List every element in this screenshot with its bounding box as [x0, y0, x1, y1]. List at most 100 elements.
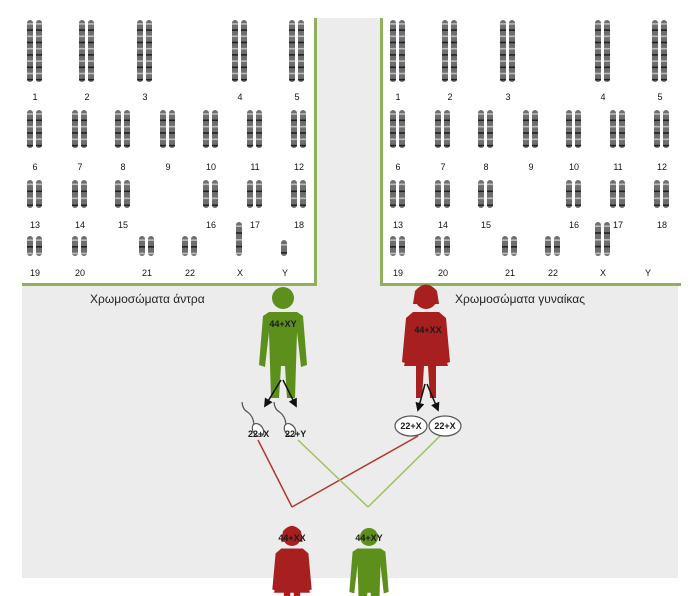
karyotype-number-male-12: 12 — [293, 162, 305, 172]
chromosome-male-Y — [281, 240, 287, 256]
karyotype-number-female-5: 5 — [657, 92, 663, 102]
chromosome-female-14 — [435, 180, 450, 208]
karyotype-number-male-11: 11 — [250, 162, 260, 172]
chromosome-male-7 — [72, 110, 87, 148]
chromosome-female-17 — [610, 180, 625, 208]
chromosome-female-11 — [610, 110, 625, 148]
chromosome-female-X — [595, 222, 610, 256]
karyotype-number-male-17: 17 — [249, 220, 261, 230]
karyotype-number-female-7: 7 — [440, 162, 446, 172]
karyotype-number-female-21: 21 — [504, 268, 516, 278]
chromosome-male-X — [236, 222, 242, 256]
chromosome-male-22 — [182, 236, 197, 256]
chromosome-male-8 — [115, 110, 130, 148]
karyotype-number-male-14: 14 — [74, 220, 86, 230]
karyotype-number-female-9: 9 — [528, 162, 534, 172]
karyotype-number-female-16: 16 — [568, 220, 580, 230]
chromosome-female-18 — [654, 180, 669, 208]
chromosome-female-12 — [654, 110, 669, 148]
female-chromosomes-caption: Χρωμοσώματα γυναίκας — [455, 292, 585, 306]
karyotype-number-male-3: 3 — [142, 92, 148, 102]
chromosome-female-1 — [390, 20, 405, 82]
chromosome-male-4 — [232, 20, 247, 82]
male-chromosomes-caption: Χρωμοσώματα άντρα — [90, 292, 205, 306]
chromosome-male-1 — [27, 20, 42, 82]
chromosome-female-3 — [500, 20, 515, 82]
karyotype-number-male-8: 8 — [120, 162, 126, 172]
karyotype-number-female-6: 6 — [395, 162, 401, 172]
male-x-to-daughter-line — [257, 439, 293, 508]
karyotype-number-female-3: 3 — [505, 92, 511, 102]
karyotype-number-female-19: 19 — [392, 268, 404, 278]
male-karyotype-panel — [22, 18, 317, 286]
karyotype-number-male-22: 22 — [184, 268, 196, 278]
chromosome-male-18 — [291, 180, 306, 208]
chromosome-female-15 — [478, 180, 493, 208]
karyotype-number-female-22: 22 — [547, 268, 559, 278]
chromosome-male-3 — [137, 20, 152, 82]
female-karyotype-label: 44+XX — [414, 325, 441, 335]
chromosome-male-16 — [203, 180, 218, 208]
chromosome-female-4 — [595, 20, 610, 82]
karyotype-number-female-1: 1 — [395, 92, 401, 102]
chromosome-male-20 — [72, 236, 87, 256]
karyotype-number-female-4: 4 — [600, 92, 606, 102]
chromosome-male-6 — [27, 110, 42, 148]
karyotype-number-male-2: 2 — [84, 92, 90, 102]
karyotype-number-male-20: 20 — [74, 268, 86, 278]
male-karyotype-label: 44+XY — [269, 319, 296, 329]
daughter-karyotype-label: 44+XX — [278, 533, 305, 543]
chromosome-male-11 — [247, 110, 262, 148]
chromosome-female-16 — [566, 180, 581, 208]
karyotype-number-male-5: 5 — [294, 92, 300, 102]
chromosome-female-21 — [502, 236, 517, 256]
male-y-to-son-line — [297, 439, 369, 508]
chromosome-male-14 — [72, 180, 87, 208]
chromosome-male-9 — [160, 110, 175, 148]
karyotype-number-female-10: 10 — [568, 162, 580, 172]
karyotype-number-male-9: 9 — [165, 162, 171, 172]
karyotype-number-female-Y: Y — [644, 268, 652, 278]
karyotype-number-male-7: 7 — [77, 162, 83, 172]
chromosome-female-8 — [478, 110, 493, 148]
chromosome-female-13 — [390, 180, 405, 208]
chromosome-male-5 — [289, 20, 304, 82]
female-x-to-son-line — [367, 435, 441, 508]
karyotype-number-male-19: 19 — [29, 268, 41, 278]
karyotype-number-female-20: 20 — [437, 268, 449, 278]
female-karyotype-panel — [380, 18, 681, 286]
karyotype-number-female-11: 11 — [613, 162, 623, 172]
chromosome-male-10 — [203, 110, 218, 148]
chromosome-female-5 — [652, 20, 667, 82]
egg-1-icon — [394, 415, 428, 437]
female-x-to-daughter-line — [291, 435, 419, 508]
chromosome-male-19 — [27, 236, 42, 256]
chromosome-female-20 — [435, 236, 450, 256]
chromosome-female-19 — [390, 236, 405, 256]
karyotype-number-male-15: 15 — [117, 220, 129, 230]
son-karyotype-label: 44+XY — [355, 533, 382, 543]
karyotype-number-female-17: 17 — [612, 220, 624, 230]
chromosome-female-2 — [442, 20, 457, 82]
chromosome-female-10 — [566, 110, 581, 148]
gamete-male-y-label: 22+Y — [285, 429, 306, 439]
egg-2-icon — [428, 415, 462, 437]
chromosome-female-6 — [390, 110, 405, 148]
karyotype-number-female-14: 14 — [437, 220, 449, 230]
chromosome-male-15 — [115, 180, 130, 208]
karyotype-number-male-Y: Y — [281, 268, 289, 278]
karyotype-number-male-10: 10 — [205, 162, 217, 172]
karyotype-number-female-12: 12 — [656, 162, 668, 172]
karyotype-number-female-13: 13 — [392, 220, 404, 230]
karyotype-number-female-8: 8 — [483, 162, 489, 172]
gamete-female-2-label: 22+X — [434, 421, 455, 431]
karyotype-number-female-15: 15 — [480, 220, 492, 230]
karyotype-number-male-13: 13 — [29, 220, 41, 230]
chromosome-male-21 — [139, 236, 154, 256]
female-figure — [402, 284, 450, 398]
karyotype-number-male-4: 4 — [237, 92, 243, 102]
karyotype-number-male-X: X — [236, 268, 244, 278]
karyotype-number-male-6: 6 — [32, 162, 38, 172]
chromosome-female-7 — [435, 110, 450, 148]
